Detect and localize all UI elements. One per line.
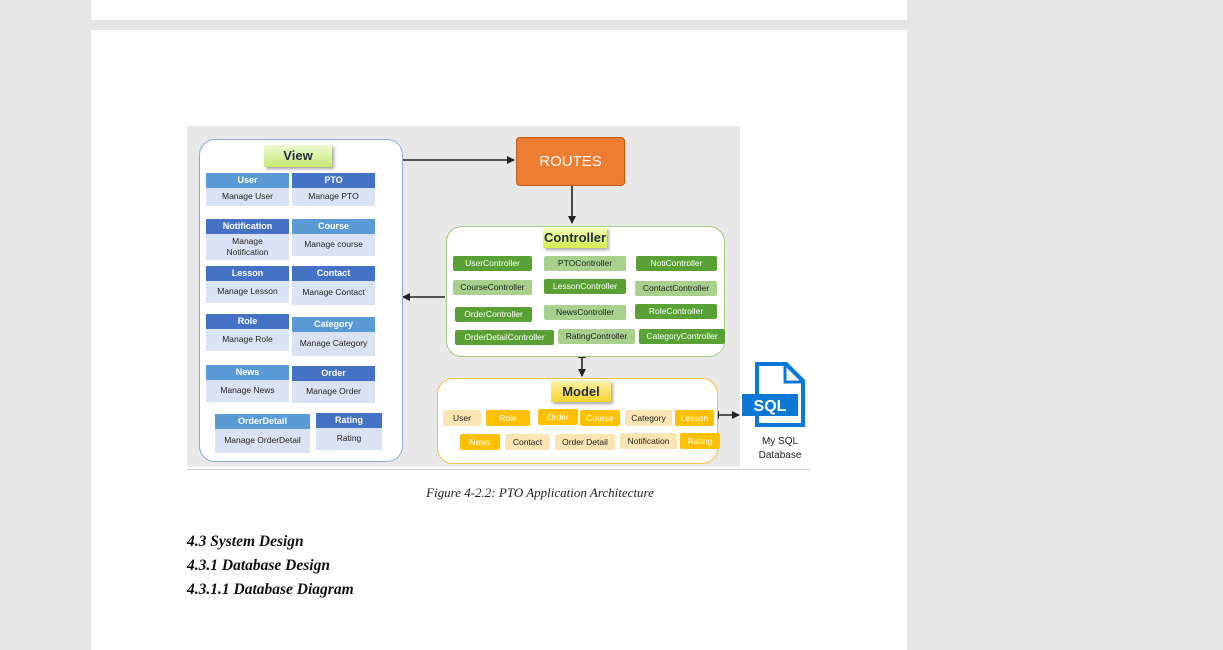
heading-system-design: 4.3 System Design xyxy=(187,533,304,550)
view-card-title: PTO xyxy=(292,173,375,188)
view-card-title: News xyxy=(206,365,289,380)
model-title: Model xyxy=(551,381,611,402)
model-order: Order xyxy=(538,409,578,425)
model-news: News xyxy=(460,434,500,450)
heading-database-design: 4.3.1 Database Design xyxy=(187,557,330,574)
view-card-body: Manage Role xyxy=(206,329,289,351)
view-card-title: Lesson xyxy=(206,266,289,281)
model-notification: Notification xyxy=(620,433,677,449)
controller-course: CourseController xyxy=(453,280,532,295)
controller-title: Controller xyxy=(543,228,607,248)
controller-news: NewsController xyxy=(544,305,626,320)
view-card-lesson: Lesson Manage Lesson xyxy=(206,266,289,303)
view-card-body: Manage News xyxy=(206,380,289,402)
view-card-title: User xyxy=(206,173,289,188)
view-card-title: Order xyxy=(292,366,375,381)
sql-file-icon: SQL xyxy=(741,361,808,428)
view-card-user: User Manage User xyxy=(206,173,289,206)
view-card-title: Contact xyxy=(292,266,375,281)
diagram-arrows xyxy=(401,156,740,419)
view-card-role: Role Manage Role xyxy=(206,314,289,351)
view-card-notification: Notification Manage Notification xyxy=(206,219,289,260)
figure-divider xyxy=(187,469,810,470)
controller-noti: NotiController xyxy=(636,256,717,271)
controller-lesson: LessonController xyxy=(544,279,626,294)
controller-pto: PTOController xyxy=(544,256,626,271)
view-card-body: Manage Contact xyxy=(292,281,375,305)
previous-page-bottom xyxy=(91,0,907,20)
model-course: Course xyxy=(580,410,620,426)
view-card-body: Manage User xyxy=(206,188,289,206)
view-card-order: Order Manage Order xyxy=(292,366,375,403)
view-card-title: Course xyxy=(292,219,375,234)
model-category: Category xyxy=(625,410,672,426)
view-card-contact: Contact Manage Contact xyxy=(292,266,375,305)
heading-database-diagram: 4.3.1.1 Database Diagram xyxy=(187,581,354,598)
view-card-body: Manage Lesson xyxy=(206,281,289,303)
controller-order: OrderController xyxy=(455,307,532,322)
view-card-body: Manage PTO xyxy=(292,188,375,206)
view-card-title: OrderDetail xyxy=(215,414,310,429)
figure-caption: Figure 4-2.2: PTO Application Architectu… xyxy=(426,485,654,500)
database-label-line2: Database xyxy=(758,450,802,461)
view-card-news: News Manage News xyxy=(206,365,289,402)
sql-icon-text: SQL xyxy=(754,398,787,415)
controller-rating: RatingController xyxy=(558,329,635,344)
controller-orderdetail: OrderDetailController xyxy=(455,330,554,345)
view-card-body: Manage course xyxy=(292,234,375,256)
view-card-body: Manage Order xyxy=(292,381,375,403)
view-card-title: Category xyxy=(292,317,375,332)
view-card-rating: Rating Rating xyxy=(316,413,382,450)
model-rating: Rating xyxy=(680,433,720,449)
view-card-category: Category Manage Category xyxy=(292,317,375,356)
view-card-orderdetail: OrderDetail Manage OrderDetail xyxy=(215,414,310,453)
model-contact: Contact xyxy=(505,434,550,450)
routes-box: ROUTES xyxy=(516,137,625,186)
view-card-title: Notification xyxy=(206,219,289,234)
view-card-body: Manage OrderDetail xyxy=(215,429,310,453)
model-role: Role xyxy=(486,410,530,426)
view-card-title: Role xyxy=(206,314,289,329)
view-card-body: Rating xyxy=(316,428,382,450)
view-title: View xyxy=(264,145,332,167)
model-lesson: Lesson xyxy=(675,410,714,426)
controller-user: UserController xyxy=(453,256,532,271)
controller-contact: ContactController xyxy=(635,281,717,296)
database-label-line1: My SQL xyxy=(761,436,799,447)
view-card-title: Rating xyxy=(316,413,382,428)
database-label: My SQL Database xyxy=(745,435,815,463)
controller-role: RoleController xyxy=(635,304,717,319)
view-card-body: Manage Notification xyxy=(206,234,289,260)
model-user: User xyxy=(443,410,481,426)
view-card-course: Course Manage course xyxy=(292,219,375,256)
view-card-body: Manage Category xyxy=(292,332,375,356)
view-card-pto: PTO Manage PTO xyxy=(292,173,375,206)
controller-category: CategoryController xyxy=(639,329,725,344)
model-order-detail: Order Detail xyxy=(555,434,615,450)
